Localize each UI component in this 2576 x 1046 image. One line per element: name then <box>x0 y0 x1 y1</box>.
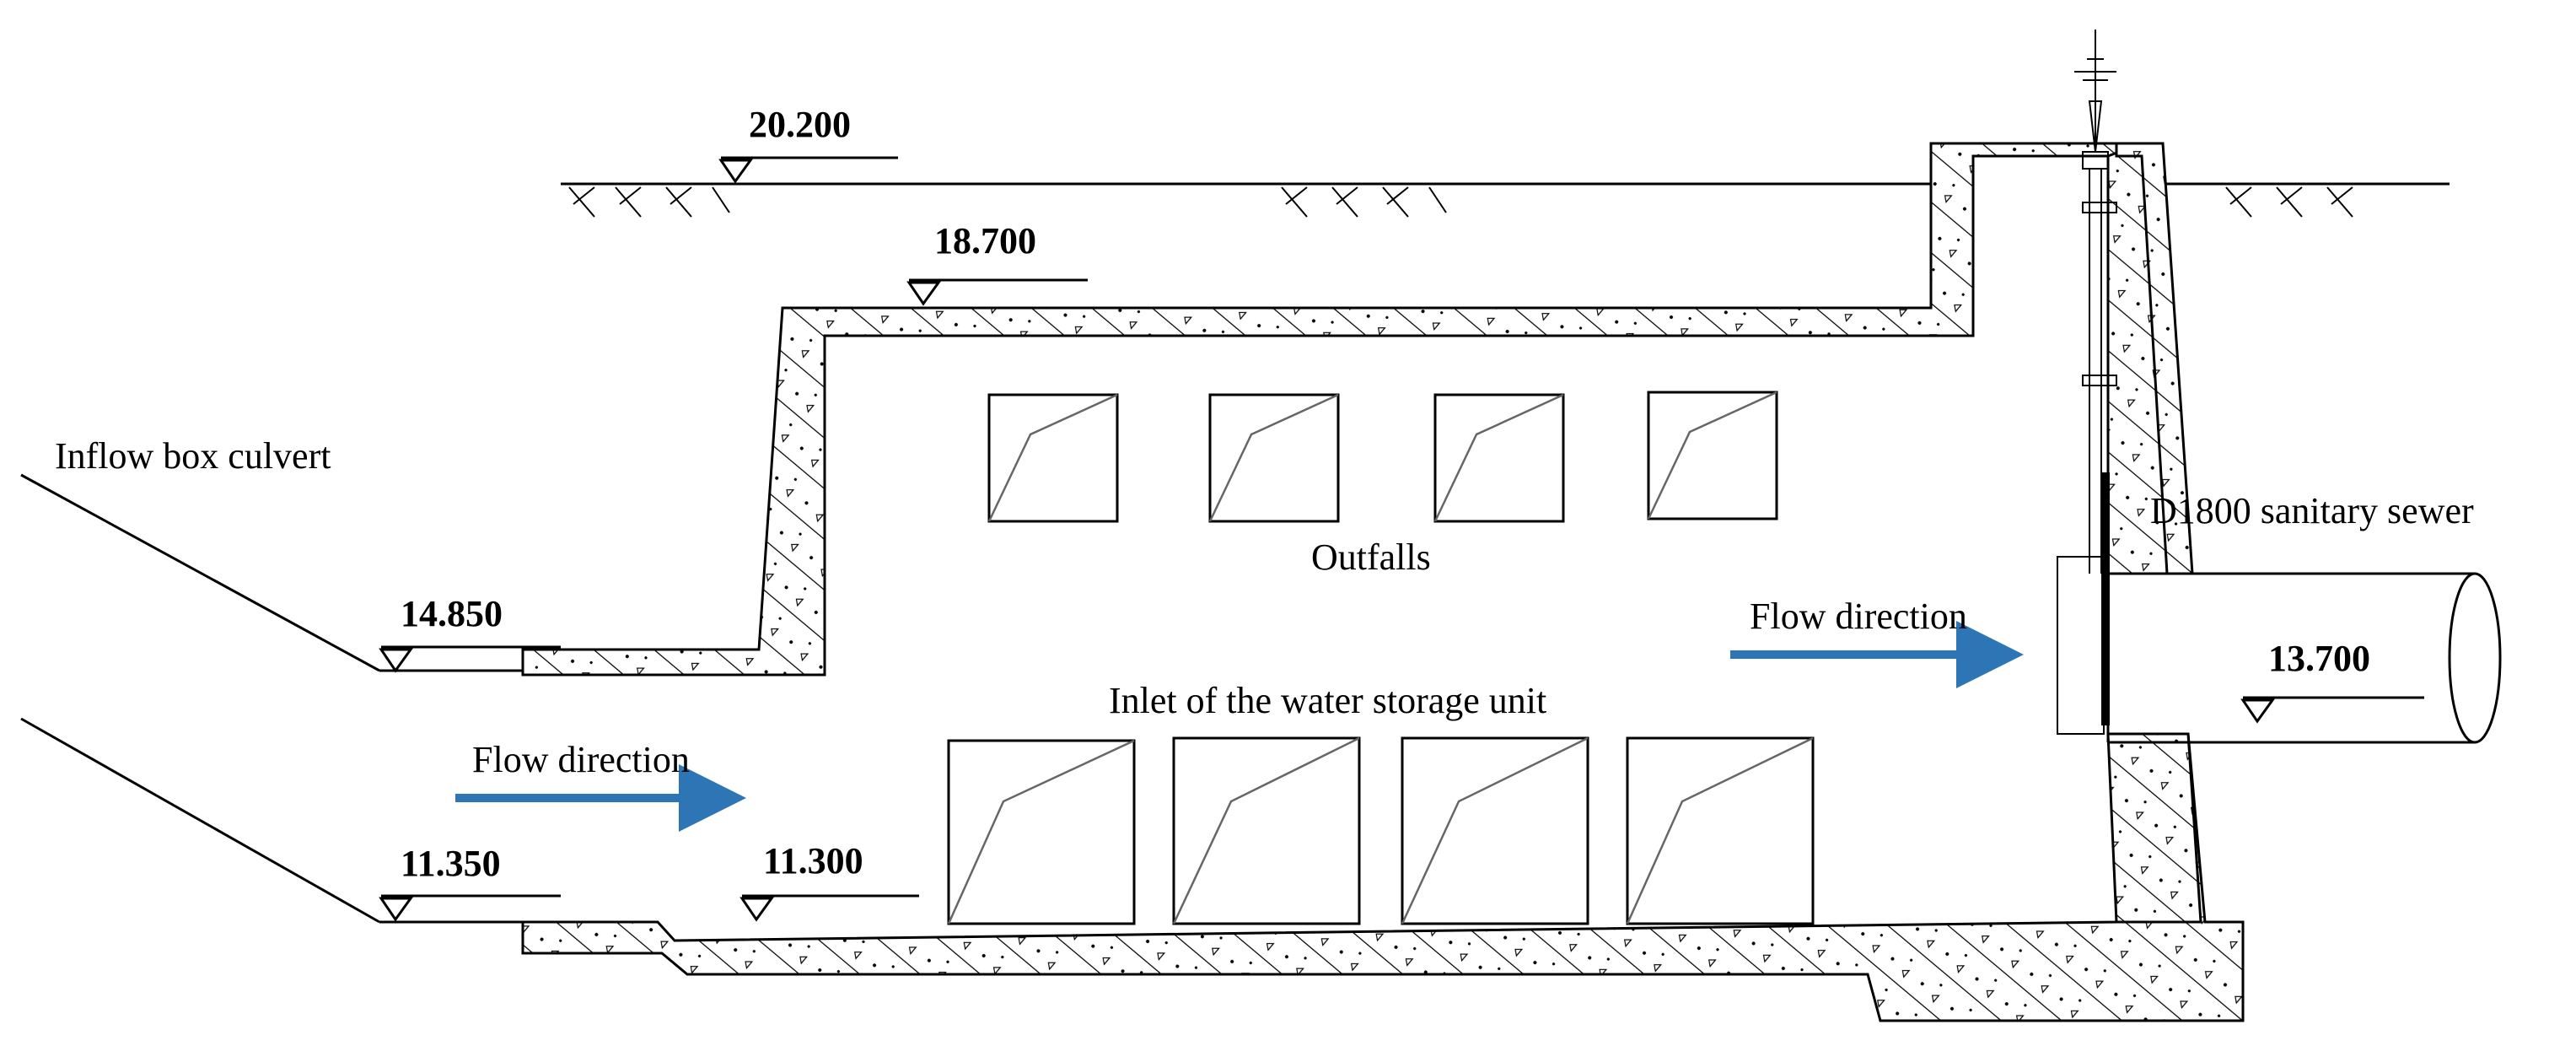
elevation-roof-text: 18.700 <box>934 220 1036 262</box>
outfalls-label: Outfalls <box>1311 536 1431 578</box>
elevation-marker-ground: 20.200 <box>718 104 898 184</box>
elevation-marker-culvert-top: 14.850 <box>379 593 561 673</box>
flow-direction-upper-label: Flow direction <box>1750 596 1967 637</box>
valve-wheel-icon <box>2057 30 2117 735</box>
outfall-gate-icon <box>987 391 1778 523</box>
elevation-ground-text: 20.200 <box>749 104 851 145</box>
elevation-marker-sewer: 13.700 <box>2240 638 2424 724</box>
elevation-marker-roof: 18.700 <box>906 220 1088 306</box>
flow-direction-lower-label: Flow direction <box>472 739 690 780</box>
sanitary-sewer-label: D1800 sanitary sewer <box>2150 490 2474 531</box>
inflow-box-culvert-label: Inflow box culvert <box>55 435 331 477</box>
elevation-culvert-bottom-text: 11.350 <box>401 843 501 884</box>
shaft-wall-lower <box>2106 732 2202 924</box>
storage-inlet-gate-icon <box>947 736 1815 925</box>
ground-hatch-icon <box>568 186 2353 218</box>
chamber-floor <box>521 732 2245 1022</box>
storage-inlet-label: Inlet of the water storage unit <box>1109 680 1546 721</box>
elevation-marker-culvert-bottom: 11.350 <box>379 843 561 922</box>
elevation-culvert-top-text: 14.850 <box>401 593 503 634</box>
elevation-marker-chamber-floor: 11.300 <box>739 840 919 922</box>
elevation-sewer-text: 13.700 <box>2268 638 2370 679</box>
elevation-chamber-floor-text: 11.300 <box>763 840 863 882</box>
inflow-culvert-walls <box>20 473 523 924</box>
